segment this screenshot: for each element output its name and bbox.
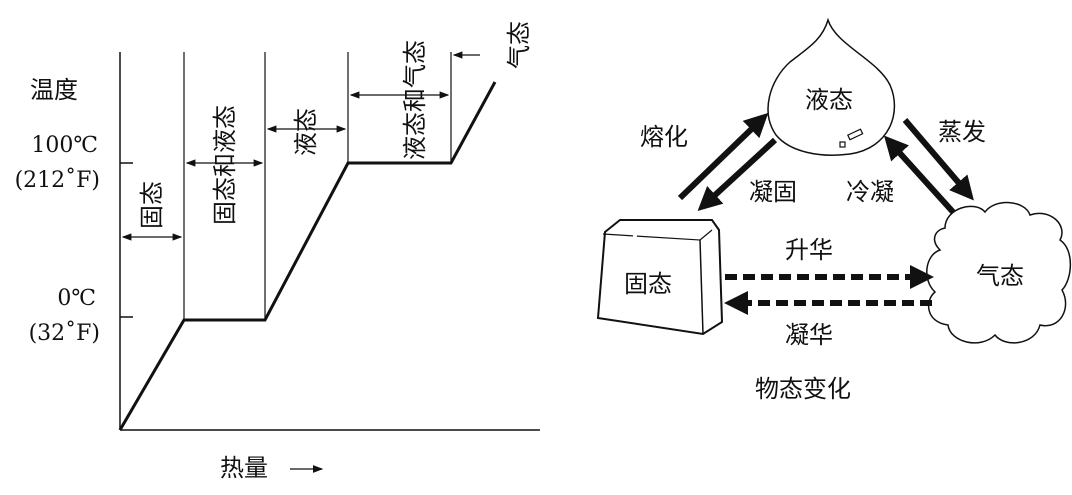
tick-label-32f: (32˚F) (29, 319, 100, 346)
state-solid-label: 固态 (624, 270, 672, 298)
solidification-arrow (697, 137, 778, 212)
tick-label-212f: (212˚F) (15, 166, 100, 193)
phase-label-solid: 固态 (138, 181, 166, 229)
phase-range-arrows (121, 51, 480, 241)
phase-dividers (183, 52, 452, 320)
state-liquid-label: 液态 (805, 86, 853, 114)
evaporation-label: 蒸发 (938, 118, 986, 146)
phase-label-solid-liquid: 固态和液态 (211, 105, 239, 225)
solidification-label: 凝固 (749, 178, 797, 206)
x-axis-label: 热量 (220, 454, 268, 482)
solid-cube-icon (596, 219, 724, 336)
cycle-title: 物态变化 (755, 375, 851, 403)
melting-label: 熔化 (640, 123, 688, 151)
phase-label-gas: 气态 (505, 21, 533, 69)
heating-curve-line (118, 81, 497, 431)
phase-label-liquid-gas: 液态和气态 (401, 40, 429, 160)
condensation-arrow (883, 135, 956, 215)
deposition-label: 凝华 (785, 321, 833, 349)
phase-change-cycle: 液态 固态 气态 熔化 凝固 冷凝 蒸发 升华 凝华 物态变化 (596, 17, 1072, 403)
tick-label-0c: 0℃ (57, 286, 96, 311)
tick-label-100c: 100℃ (31, 133, 98, 158)
melting-arrow (677, 112, 769, 201)
liquid-droplet-icon (767, 17, 896, 156)
state-gas-label: 气态 (976, 262, 1024, 290)
y-axis-label: 温度 (30, 76, 78, 104)
evaporation-arrow (902, 118, 974, 201)
sublimation-label: 升华 (785, 236, 833, 264)
condensation-label: 冷凝 (846, 178, 894, 206)
phase-label-liquid: 液态 (292, 108, 320, 156)
heating-curve-chart: 温度 100℃ (212˚F) 0℃ (32˚F) 固态 固态和液态 液态 液态… (15, 21, 540, 482)
